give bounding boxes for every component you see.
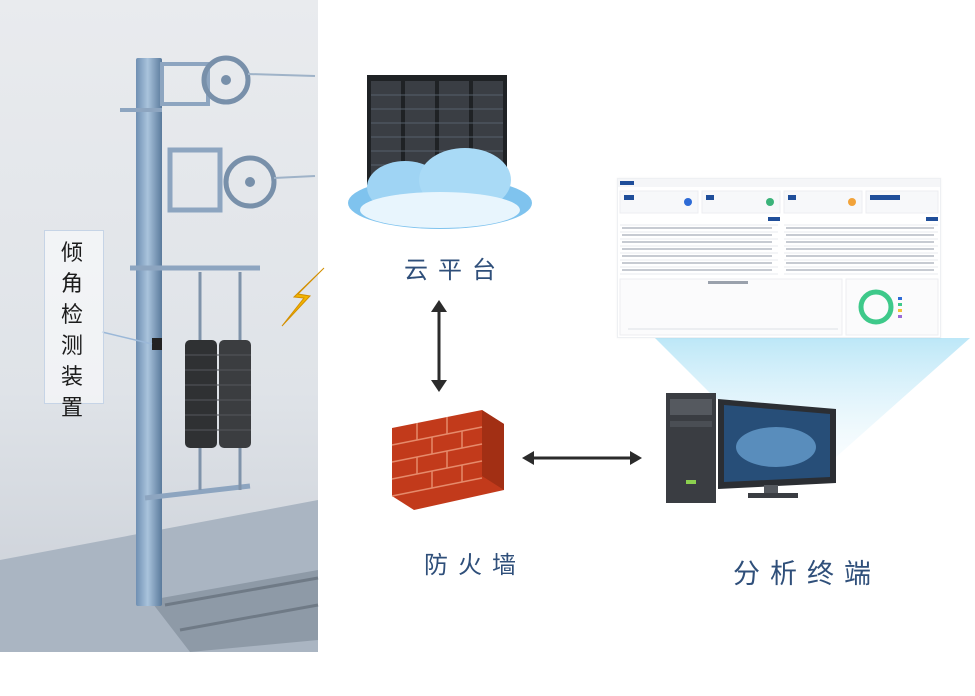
tilt-detection-device-label: 倾角检测装置: [60, 241, 85, 421]
computer-terminal-icon: [666, 393, 836, 503]
dashboard-thumbnail-graphic: [618, 179, 940, 336]
cloud-server-icon: [348, 75, 532, 229]
catenary-pole: [136, 58, 162, 606]
lightning-icon: [281, 267, 325, 327]
cloud-platform-label: 云平台: [404, 256, 506, 284]
projection-beam: [655, 338, 970, 458]
cloud-firewall-link-arrow: [431, 300, 447, 392]
catenary-hardware: [101, 55, 316, 501]
analysis-dashboard-thumbnail: [617, 178, 941, 338]
analysis-terminal-label: 分析终端: [733, 559, 881, 590]
firewall-brick-icon: [391, 410, 504, 510]
firewall-terminal-link-arrow: [522, 451, 642, 465]
firewall-label: 防火墙: [424, 551, 526, 579]
device-label-box: [44, 230, 104, 404]
